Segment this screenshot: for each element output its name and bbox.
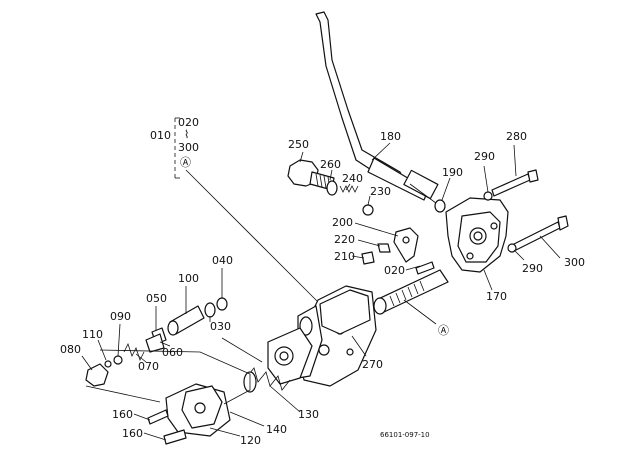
bolt-250: [287, 159, 335, 191]
lever-180: [315, 11, 441, 207]
label-240: 240: [342, 172, 363, 185]
label-260: 260: [320, 158, 341, 171]
label-120: 120: [240, 434, 261, 447]
cover-120: [165, 383, 231, 437]
label-140: 140: [266, 423, 287, 436]
label-280: 280: [506, 130, 527, 143]
ref-marker-a: Ⓐ: [438, 324, 449, 337]
pin-220: [377, 243, 391, 253]
housing-270: [267, 285, 377, 387]
group-range-tilde: ⌇: [184, 128, 189, 141]
group-label: 010: [150, 129, 171, 142]
cover-170: [445, 197, 509, 273]
ball-230: [362, 204, 374, 216]
bolt-280: [491, 169, 539, 197]
group-bracket: 010 020 ⌇ 300 Ⓐ: [150, 116, 199, 179]
oring-040: [216, 297, 228, 311]
label-270: 270: [362, 358, 383, 371]
leader-a: [185, 169, 319, 303]
label-080: 080: [60, 343, 81, 356]
label-290-lower: 290: [522, 262, 543, 275]
label-200: 200: [332, 216, 353, 229]
label-160-upper: 160: [112, 408, 133, 421]
label-190: 190: [442, 166, 463, 179]
group-range-end: 300: [178, 141, 199, 154]
group-range-start: 020: [178, 116, 199, 129]
label-300: 300: [564, 256, 585, 269]
label-220: 220: [334, 233, 355, 246]
label-110: 110: [82, 328, 103, 341]
bolt-300: [513, 215, 569, 251]
assembly-outline-2: [85, 385, 161, 403]
leader-lines: [81, 142, 561, 441]
label-160-lower: 160: [122, 427, 143, 440]
label-170: 170: [486, 290, 507, 303]
label-020: 020: [384, 264, 405, 277]
figure-ref-code: 66101-097-10: [380, 431, 430, 439]
label-230: 230: [370, 185, 391, 198]
label-290-upper: 290: [474, 150, 495, 163]
spring-070: [123, 342, 145, 362]
oring-190: [434, 199, 446, 213]
part-labels: 180 250 260 240 230 190 290 280 200 220 …: [60, 130, 585, 447]
label-100: 100: [178, 272, 199, 285]
label-060: 060: [162, 346, 183, 359]
oring-110: [104, 360, 112, 368]
spring-240: [339, 185, 359, 193]
label-180: 180: [380, 130, 401, 143]
plug-080: [85, 363, 109, 387]
assembly-outline-3: [221, 337, 263, 363]
washer-090: [113, 355, 123, 365]
bolt-160-lower: [163, 429, 187, 445]
label-040: 040: [212, 254, 233, 267]
label-210: 210: [334, 250, 355, 263]
washer-260: [326, 180, 338, 196]
seat-060: [145, 333, 165, 353]
assembly-outline: [99, 349, 251, 405]
label-130: 130: [298, 408, 319, 421]
label-050: 050: [146, 292, 167, 305]
label-070: 070: [138, 360, 159, 373]
washer-290-upper: [483, 191, 493, 201]
label-250: 250: [288, 138, 309, 151]
fork-200: [393, 227, 419, 263]
bolt-210: [361, 251, 375, 265]
ref-marker-a-top: Ⓐ: [180, 156, 191, 169]
seat-030: [204, 302, 216, 318]
spring-130: [245, 367, 291, 391]
spool-shaft: [373, 261, 449, 315]
label-030: 030: [210, 320, 231, 333]
label-090: 090: [110, 310, 131, 323]
bolt-160-upper: [147, 409, 169, 425]
